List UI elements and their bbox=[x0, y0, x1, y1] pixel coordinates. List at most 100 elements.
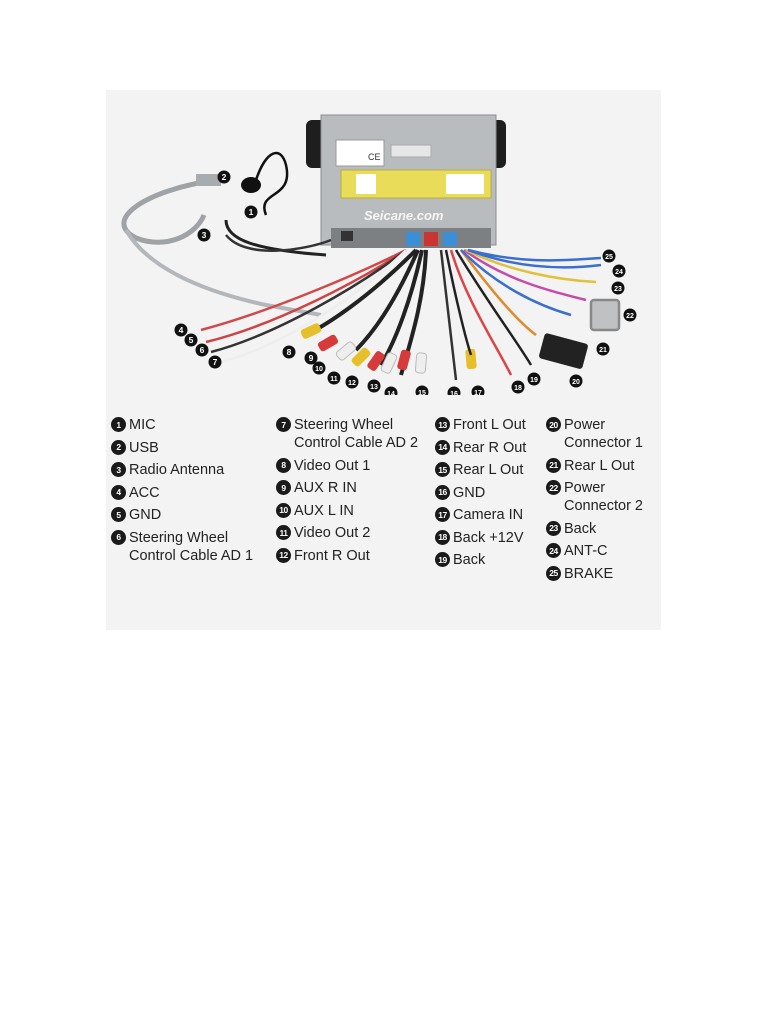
legend-number-badge: 14 bbox=[435, 439, 450, 455]
callout-badge bbox=[312, 361, 326, 375]
legend-number-badge: 5 bbox=[111, 507, 126, 522]
callout-number: 15 bbox=[418, 390, 426, 395]
callout-badge bbox=[611, 281, 625, 295]
legend-number-badge: 1 bbox=[111, 417, 126, 432]
legend-label: Rear R Out bbox=[453, 439, 527, 456]
callout-number: 21 bbox=[599, 347, 607, 354]
callout-number: 14 bbox=[387, 391, 395, 395]
callout-badge bbox=[447, 386, 461, 395]
legend-number-badge: 8 bbox=[276, 457, 291, 473]
right-harness bbox=[439, 248, 621, 381]
callout-badge bbox=[596, 342, 610, 356]
brand-watermark: Seicane.com bbox=[364, 208, 444, 223]
legend-number-badge: 23 bbox=[546, 520, 561, 536]
legend-label: AUX L IN bbox=[294, 502, 354, 519]
callout-number: 24 bbox=[615, 269, 623, 276]
legend-label: Radio Antenna bbox=[129, 462, 225, 478]
legend-label: ACC bbox=[129, 484, 160, 501]
legend-label: Power Connector 2 bbox=[564, 480, 643, 514]
callout-number: 1 bbox=[249, 207, 254, 217]
callout-number: 11 bbox=[330, 376, 338, 383]
callout-badge bbox=[327, 371, 341, 385]
legend-number-badge: 11 bbox=[276, 525, 291, 540]
callout-badge bbox=[208, 355, 222, 369]
legend-label: ANT-C bbox=[564, 543, 608, 559]
legend-number-badge: 22 bbox=[546, 480, 561, 495]
legend-label: Camera IN bbox=[453, 507, 524, 523]
legend-label: Front L Out bbox=[453, 417, 526, 433]
callout-badge bbox=[174, 323, 188, 337]
callout-badge bbox=[345, 375, 359, 389]
legend-number-badge: 18 bbox=[435, 529, 450, 545]
callout-badge bbox=[195, 343, 209, 357]
callout-number: 6 bbox=[200, 345, 205, 355]
callout-number: 18 bbox=[514, 385, 522, 392]
callout-number: 12 bbox=[348, 380, 356, 387]
callout-number: 13 bbox=[370, 384, 378, 391]
callout-badge bbox=[304, 351, 318, 365]
callout-number: 25 bbox=[605, 254, 613, 261]
legend-number-badge: 12 bbox=[276, 547, 291, 563]
legend-number-badge: 16 bbox=[435, 484, 450, 500]
legend-label: Steering Wheel Control Cable AD 2 bbox=[294, 417, 419, 451]
legend-number-badge: 21 bbox=[546, 457, 561, 473]
callout-badge bbox=[244, 205, 258, 219]
legend-number-badge: 24 bbox=[546, 543, 561, 558]
legend-label: Rear L Out bbox=[453, 462, 524, 478]
callout-badge bbox=[197, 228, 211, 242]
callout-number: 10 bbox=[315, 366, 323, 373]
legend-number-badge: 6 bbox=[111, 529, 126, 545]
callout-number: 5 bbox=[189, 335, 194, 345]
legend-number-badge: 10 bbox=[276, 502, 291, 518]
legend-number-badge: 7 bbox=[276, 417, 291, 432]
callout-badge bbox=[623, 308, 637, 322]
legend-label: BRAKE bbox=[564, 565, 614, 582]
callout-number: 3 bbox=[202, 230, 207, 240]
callout-number: 19 bbox=[530, 377, 538, 384]
legend-label: Video Out 2 bbox=[294, 525, 371, 541]
legend-label: Rear L Out bbox=[564, 457, 635, 474]
wiring-diagram: CE Seicane.com bbox=[121, 114, 637, 395]
usb-antenna-cables bbox=[121, 174, 332, 317]
callout-number: 9 bbox=[309, 353, 314, 363]
callout-number: 4 bbox=[179, 325, 184, 335]
ce-mark: CE bbox=[368, 152, 381, 162]
callout-badge bbox=[415, 385, 429, 395]
callout-badge bbox=[569, 374, 583, 388]
callout-number: 23 bbox=[614, 286, 622, 293]
legend-number-badge: 2 bbox=[111, 439, 126, 455]
callout-badge bbox=[511, 380, 525, 394]
callout-badge bbox=[282, 345, 296, 359]
legend-label: GND bbox=[453, 484, 486, 501]
legend-label: Power Connector 1 bbox=[564, 417, 643, 451]
legend-number-badge: 3 bbox=[111, 462, 126, 477]
legend-number-badge: 15 bbox=[435, 462, 450, 477]
legend-number-badge: 19 bbox=[435, 552, 450, 567]
legend-label: Back bbox=[564, 520, 597, 537]
legend-number-badge: 9 bbox=[276, 480, 291, 495]
legend-number-badge: 25 bbox=[546, 565, 561, 581]
